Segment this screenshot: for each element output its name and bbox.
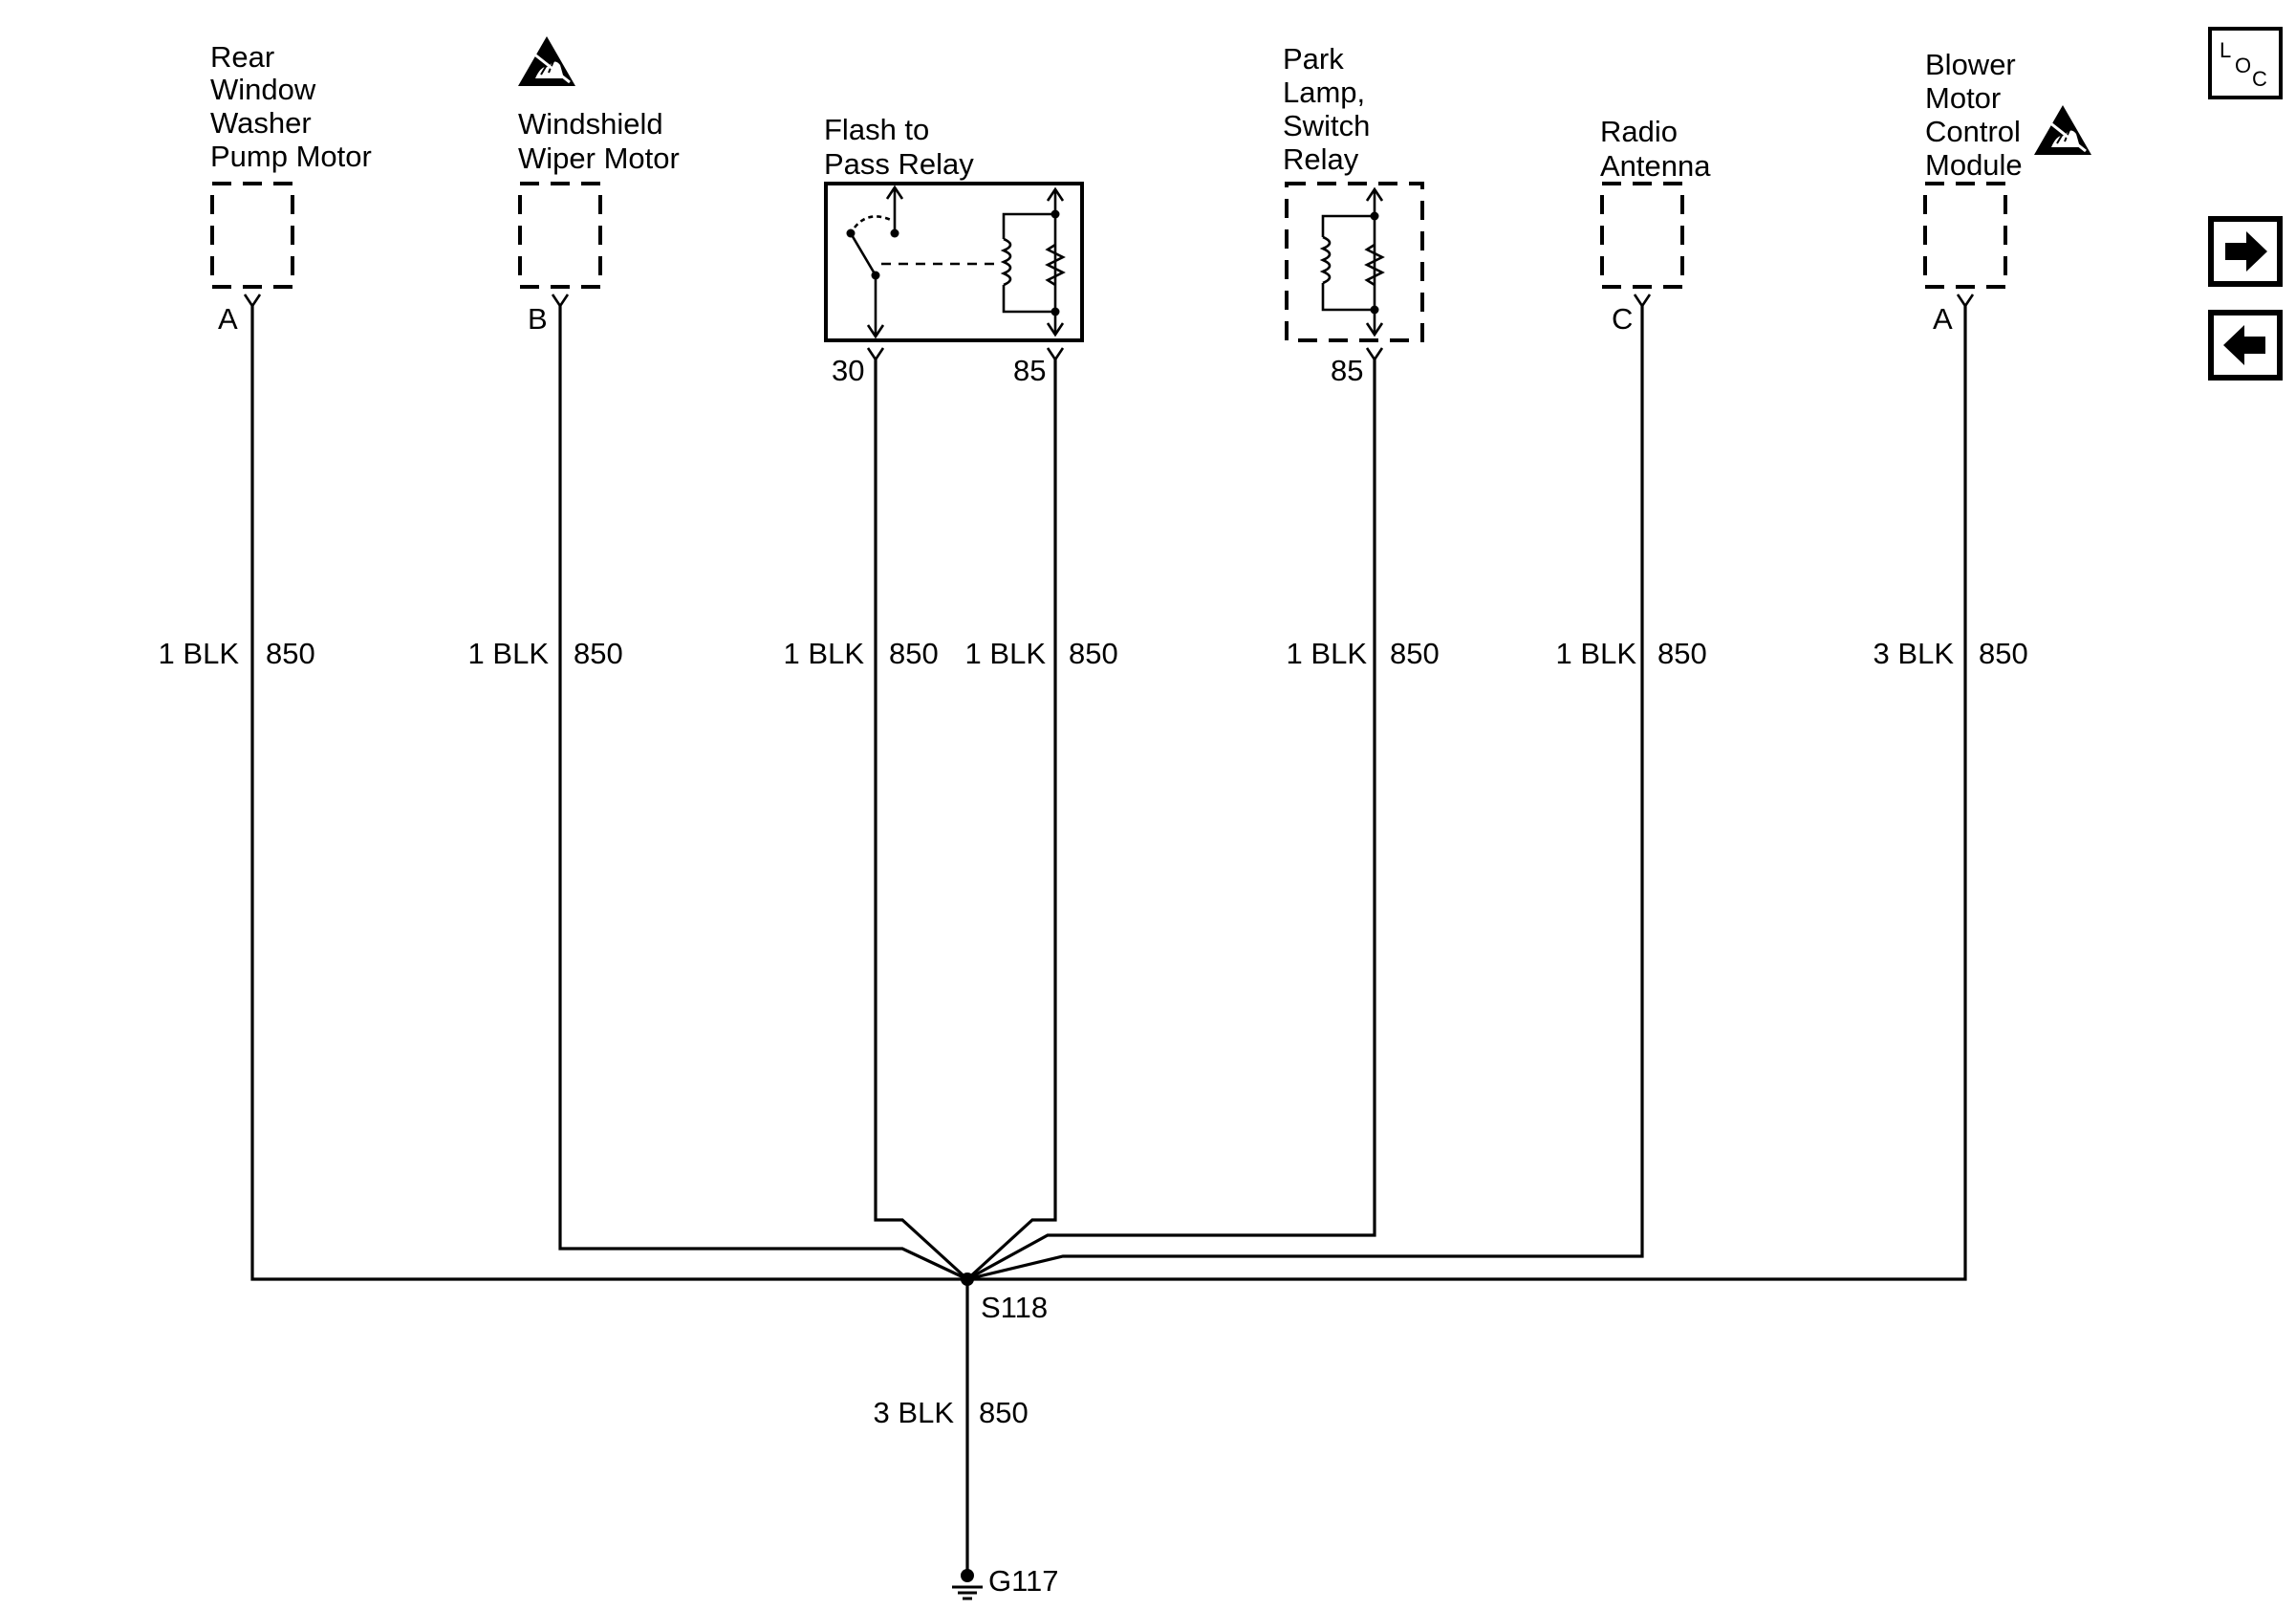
park-relay-label-line-3: Switch [1283, 109, 1370, 142]
radio-antenna-box [1600, 182, 1684, 289]
wire-flash-85 [965, 359, 1057, 1281]
svg-text:L: L [2220, 38, 2231, 62]
pin-label: 85 [1331, 354, 1363, 387]
wire-gauge-label: 1 BLK [1556, 637, 1637, 670]
radio-antenna-label: Radio Antenna [1600, 115, 1711, 183]
connector-mark [866, 347, 885, 362]
wire-circuit-label: 850 [266, 637, 315, 670]
next-page-button[interactable] [2208, 216, 2283, 287]
connector-mark [1365, 347, 1384, 362]
blower-label-line-4: Module [1925, 148, 2023, 182]
connector-mark [1046, 347, 1065, 362]
blower-label-line-2: Motor [1925, 81, 2001, 115]
esd-warning-icon [2032, 103, 2093, 157]
wire-circuit-label: 850 [1390, 637, 1440, 670]
wire-park-relay [966, 359, 1376, 1281]
wire-circuit-label: 850 [889, 637, 939, 670]
esd-warning-icon [516, 34, 577, 88]
arrow-left-icon [2223, 325, 2265, 365]
splice-s118: S118 [961, 1273, 1048, 1324]
wire-gauge-label: 1 BLK [965, 637, 1047, 670]
park-relay-label-line-2: Lamp, [1283, 76, 1365, 109]
wire-circuit-label: 850 [1657, 637, 1707, 670]
arrow-right-icon [2225, 231, 2267, 272]
wire-circuit-label: 850 [979, 1396, 1029, 1429]
wire-wiper [558, 306, 968, 1281]
rear-washer-pump-box [210, 182, 294, 289]
rear-washer-pump-label: Rear Window Washer Pump Motor [210, 40, 372, 173]
wire-rear-washer [250, 306, 967, 1281]
splice-dot [961, 1273, 974, 1286]
radio-label-line-1: Radio [1600, 115, 1678, 148]
blower-label-line-3: Control [1925, 115, 2021, 148]
wire-circuit-label: 850 [574, 637, 623, 670]
wiper-label-line-2: Wiper Motor [518, 141, 680, 175]
wiper-motor-box [518, 182, 602, 289]
connector-mark [1956, 294, 1975, 309]
wire-gauge-label: 1 BLK [1287, 637, 1368, 670]
park-relay-box [1285, 182, 1424, 342]
park-relay-label-line-4: Relay [1283, 142, 1359, 176]
wire-radio [966, 306, 1644, 1281]
flash-relay-label-line-1: Flash to [824, 113, 929, 146]
wire-circuit-label: 850 [1979, 637, 2028, 670]
rear-washer-label-line-3: Washer [210, 106, 312, 140]
wire-gauge-label: 1 BLK [159, 637, 240, 670]
pin-label: 30 [832, 354, 864, 387]
radio-label-line-2: Antenna [1600, 149, 1711, 183]
park-relay-label: Park Lamp, Switch Relay [1283, 42, 1370, 176]
rear-washer-label-line-2: Window [210, 73, 316, 106]
pin-label: C [1612, 302, 1633, 336]
wire-flash-30 [874, 359, 969, 1281]
wire-gauge-label: 3 BLK [874, 1396, 955, 1429]
pin-label: B [528, 302, 548, 336]
blower-label-line-1: Blower [1925, 48, 2016, 81]
svg-text:O: O [2235, 54, 2251, 77]
blower-module-label: Blower Motor Control Module [1925, 48, 2093, 182]
ground-icon [952, 1585, 983, 1600]
connector-pins: A B 30 85 85 C A [218, 294, 1975, 387]
flash-relay-label: Flash to Pass Relay [824, 113, 974, 181]
rear-washer-label-line-1: Rear [210, 40, 274, 74]
previous-page-button[interactable] [2208, 310, 2283, 381]
park-relay-label-line-1: Park [1283, 42, 1344, 76]
connector-mark [551, 294, 570, 309]
wire-gauge-label: 1 BLK [468, 637, 550, 670]
wire-gauge-label: 1 BLK [784, 637, 865, 670]
pin-label: A [1933, 302, 1953, 336]
svg-text:C: C [2252, 67, 2267, 91]
wire-labels: 1 BLK 850 1 BLK 850 1 BLK 850 1 BLK 850 … [159, 637, 2028, 1429]
wire-circuit-label: 850 [1069, 637, 1118, 670]
connector-mark [243, 294, 262, 309]
wire-blower [967, 306, 1967, 1281]
blower-module-box [1923, 182, 2007, 289]
location-icon: L O C [2220, 38, 2267, 91]
wiper-label-line-1: Windshield [518, 107, 663, 141]
ground-g117: G117 [952, 1564, 1059, 1600]
flash-relay-box [824, 182, 1084, 342]
rear-washer-label-line-4: Pump Motor [210, 140, 372, 173]
wire-gauge-label: 3 BLK [1874, 637, 1955, 670]
flash-relay-label-line-2: Pass Relay [824, 147, 974, 181]
connector-mark [1633, 294, 1652, 309]
splice-label: S118 [981, 1291, 1048, 1324]
pin-label: 85 [1013, 354, 1046, 387]
wires [250, 306, 1967, 1581]
location-button[interactable]: L O C [2208, 27, 2283, 99]
ground-dot [961, 1569, 974, 1582]
ground-label: G117 [988, 1564, 1059, 1598]
pin-label: A [218, 302, 238, 336]
wiper-motor-label: Windshield Wiper Motor [516, 34, 680, 175]
